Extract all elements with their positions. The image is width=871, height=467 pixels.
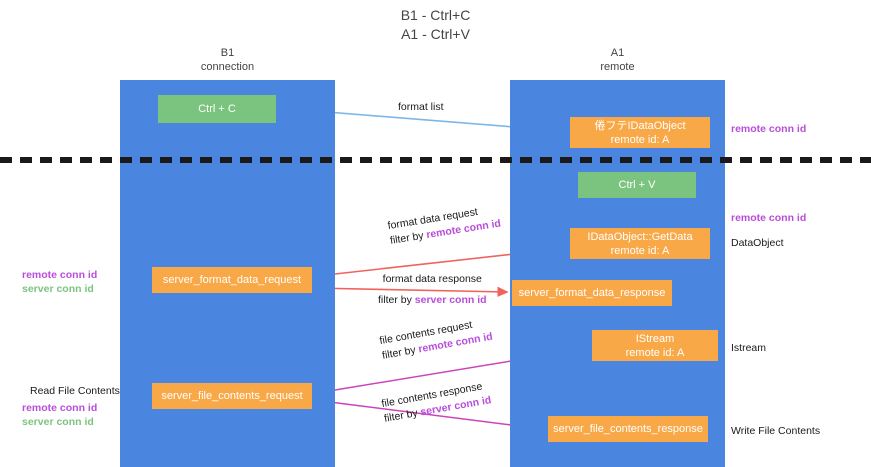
annotation-left-remote-conn-id-bottom: remote conn id (22, 402, 98, 414)
annotation-left-server-conn-id-mid: server conn id (22, 283, 94, 295)
node-ctrl-c[interactable]: Ctrl + C (158, 95, 276, 123)
lane-header-a1-title: A1 (610, 47, 625, 59)
annotation-right-istream: Istream (731, 342, 767, 354)
edge-label-format-list-text: format list (398, 101, 444, 113)
filter-prefix: filter by (378, 294, 415, 306)
arrow-file-contents-response (313, 399, 545, 433)
lane-header-b1-subtitle: connection (200, 61, 255, 73)
lane-header-a1-subtitle: remote (600, 61, 635, 73)
node-server-file-contents-response-label: server_file_contents_response (553, 423, 703, 435)
edge-label-format-list: format list (398, 100, 444, 115)
lane-header-b1-title: B1 (220, 47, 235, 59)
node-server-format-data-response[interactable]: server_format_data_response (512, 280, 672, 306)
edge-label-format-data-response-text: format data response (382, 273, 482, 285)
annotation-right-remote-conn-id-mid: remote conn id (731, 212, 807, 224)
node-ctrl-c-label: Ctrl + C (198, 103, 236, 115)
lane-header-a1: A1 remote (510, 46, 725, 74)
node-idataobject[interactable]: 倦フテIDataObject remote id: A (570, 117, 710, 148)
annotation-left-server-conn-id-bottom: server conn id (22, 416, 94, 428)
node-idataobject-getdata-remote-id: remote id: A (610, 244, 670, 257)
node-server-file-contents-response[interactable]: server_file_contents_response (548, 416, 708, 442)
phase-divider (0, 157, 871, 163)
page-title-line-2: A1 - Ctrl+V (401, 26, 470, 42)
node-idataobject-getdata-label: IDataObject::GetData (587, 230, 693, 243)
annotation-right-remote-conn-id-top: remote conn id (731, 123, 807, 135)
node-idataobject-remote-id: remote id: A (610, 133, 670, 146)
node-ctrl-v-label: Ctrl + V (618, 179, 656, 191)
node-istream-label: IStream (635, 332, 675, 345)
filter-key-server-conn-id: server conn id (414, 294, 487, 306)
node-idataobject-getdata[interactable]: IDataObject::GetData remote id: A (570, 228, 710, 259)
annotation-right-dataobject: DataObject (731, 237, 784, 249)
node-server-file-contents-request[interactable]: server_file_contents_request (152, 383, 312, 409)
annotation-right-write-file-contents: Write File Contents (731, 425, 821, 437)
page-title: B1 - Ctrl+C A1 - Ctrl+V (0, 6, 871, 44)
arrow-format-data-response (312, 286, 509, 297)
annotation-left-conn-ids-mid: remote conn id server conn id (22, 268, 97, 296)
node-server-format-data-request-label: server_format_data_request (162, 274, 302, 286)
edge-label-format-data-response-filter: filter by server conn id (378, 293, 487, 308)
node-istream[interactable]: IStream remote id: A (592, 330, 718, 361)
annotation-left-read-file-contents: Read File Contents (30, 385, 120, 397)
node-ctrl-v[interactable]: Ctrl + V (578, 172, 696, 198)
node-server-format-data-request[interactable]: server_format_data_request (152, 267, 312, 293)
edge-label-format-data-response: format data response filter by server co… (378, 272, 487, 308)
node-server-format-data-response-label: server_format_data_response (518, 287, 666, 299)
node-istream-remote-id: remote id: A (625, 346, 685, 359)
page-title-line-1: B1 - Ctrl+C (400, 7, 471, 23)
node-idataobject-label: 倦フテIDataObject (594, 119, 686, 132)
annotation-left-remote-conn-id-mid: remote conn id (22, 269, 98, 281)
node-server-file-contents-request-label: server_file_contents_request (161, 390, 303, 402)
lane-header-b1: B1 connection (120, 46, 335, 74)
annotation-left-conn-ids-bottom: remote conn id server conn id (22, 401, 97, 429)
